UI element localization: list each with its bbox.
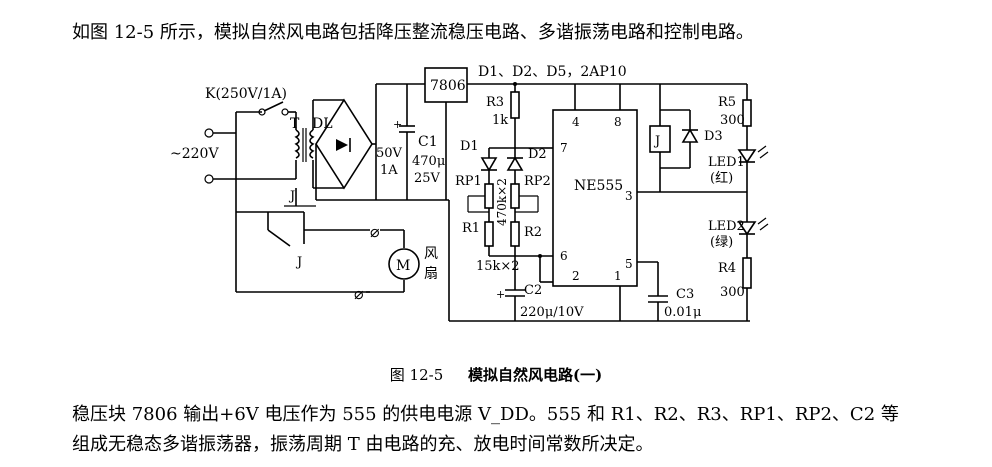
capacitor-c1: + C1 470μ 25V (376, 83, 445, 200)
ac-input-label: ~220V (170, 146, 219, 162)
c1-value: 470μ (412, 154, 445, 169)
body-paragraph-line-2: 组成无稳态多谐振荡器，振荡周期 T 由电路的充、放电时间常数所决定。 (72, 434, 654, 455)
figure-caption: 图 12-5 模拟自然风电路(一) (0, 364, 992, 385)
capacitor-c3: C3 0.01μ (648, 262, 701, 321)
rp2-label: RP2 (524, 174, 551, 189)
svg-text:⌀: ⌀ (370, 222, 380, 241)
fan-label-1: 风 (424, 246, 438, 262)
pin-3: 3 (625, 189, 633, 203)
relay-label: J (653, 134, 660, 149)
motor-label: M (396, 258, 410, 274)
pin-4: 4 (572, 115, 580, 129)
resistor-r4 (742, 257, 752, 289)
switch-contact-right (281, 108, 289, 116)
figure-title: 模拟自然风电路(一) (468, 366, 603, 384)
input-terminal-bottom (204, 174, 214, 184)
resistor-r1 (484, 221, 494, 247)
rp1-label: RP1 (455, 174, 482, 189)
d2-label: D2 (528, 147, 547, 162)
led1-label: LED1 (708, 155, 745, 170)
r4-value: 300 (720, 285, 745, 300)
bridge-label: DL (312, 116, 333, 132)
transformer-label: T (290, 116, 300, 132)
timing-network: D1 D2 RP1 RP2 470k×2 R1 R2 15k×2 (455, 139, 553, 283)
capacitor-c2: + C2 220μ/10V (496, 256, 584, 321)
led1-color: (红) (710, 170, 733, 186)
led2-label: LED2 (708, 219, 745, 234)
relay-contacts: J J ⌀ ⌀ (267, 188, 405, 303)
r2-label: R2 (524, 225, 542, 240)
pin-8: 8 (614, 115, 622, 129)
figure-number: 图 12-5 (389, 366, 444, 384)
fan-motor: M 风 扇 (388, 246, 438, 282)
transformer: T (290, 99, 344, 189)
svg-text:+: + (496, 288, 505, 301)
c1-voltage: 25V (414, 171, 441, 186)
body-paragraph-line-1: 稳压块 7806 输出+6V 电压作为 555 的供电电源 V_DD。555 和… (72, 404, 899, 425)
relay-contact-label-top: J (288, 189, 295, 204)
c1-name: C1 (418, 134, 438, 150)
potentiometer-rp1 (484, 183, 494, 209)
ic-label: NE555 (574, 178, 623, 194)
r3-value: 1k (492, 113, 508, 128)
r4-name: R4 (718, 261, 736, 276)
secondary-current-label: 1A (380, 163, 398, 178)
intro-paragraph: 如图 12-5 所示，模拟自然风电路包括降压整流稳压电路、多谐振荡电路和控制电路… (72, 22, 754, 43)
led1 (737, 149, 757, 164)
r-value: 15k×2 (476, 259, 520, 274)
indicator-green: LED2 (绿) R4 300 (708, 192, 769, 321)
svg-text:+: + (393, 118, 402, 131)
switch-label: K(250V/1A) (205, 86, 287, 102)
pin-7: 7 (560, 141, 568, 155)
led2 (737, 221, 757, 236)
r1-label: R1 (462, 221, 480, 236)
pin-6: 6 (560, 249, 568, 263)
led2-color: (绿) (710, 235, 733, 250)
switch-contact-left (258, 108, 266, 116)
diode-d2 (506, 156, 524, 171)
r5-name: R5 (718, 95, 736, 110)
pin-1: 1 (614, 269, 622, 283)
relay-coil: J D3 (649, 84, 723, 192)
diode-d3 (681, 128, 699, 143)
pin-2: 2 (572, 269, 580, 283)
rp-value: 470k×2 (495, 178, 509, 226)
d1-label: D1 (460, 139, 479, 154)
resistor-r3: R3 1k (486, 82, 520, 148)
input-terminal-top (204, 128, 214, 138)
indicator-red: R5 300 LED1 (红) (708, 84, 769, 192)
r3-name: R3 (486, 95, 504, 110)
d3-label: D3 (704, 129, 723, 144)
svg-text:⌀: ⌀ (354, 284, 364, 303)
fan-label-2: 扇 (424, 266, 438, 282)
diode-d1 (480, 157, 498, 172)
bridge-rectifier: DL 50V 1A (312, 84, 449, 201)
c2-value: 220μ/10V (520, 305, 584, 320)
regulator-label: 7806 (430, 78, 466, 94)
secondary-voltage-label: 50V (376, 146, 403, 161)
ac-input-section: K(250V/1A) ~220V (170, 86, 370, 293)
c3-value: 0.01μ (664, 305, 701, 320)
c2-name: C2 (524, 283, 542, 298)
c3-name: C3 (676, 287, 694, 302)
relay-contact-label-bottom: J (295, 255, 302, 270)
r5-value: 300 (720, 113, 745, 128)
switch-k (263, 101, 284, 112)
resistor-r2 (510, 221, 520, 247)
diode-list-label: D1、D2、D5，2AP10 (478, 64, 627, 80)
ic-ne555: NE555 4 8 7 6 3 2 1 5 (552, 84, 747, 321)
potentiometer-rp2 (510, 183, 520, 209)
pin-5: 5 (625, 257, 633, 271)
